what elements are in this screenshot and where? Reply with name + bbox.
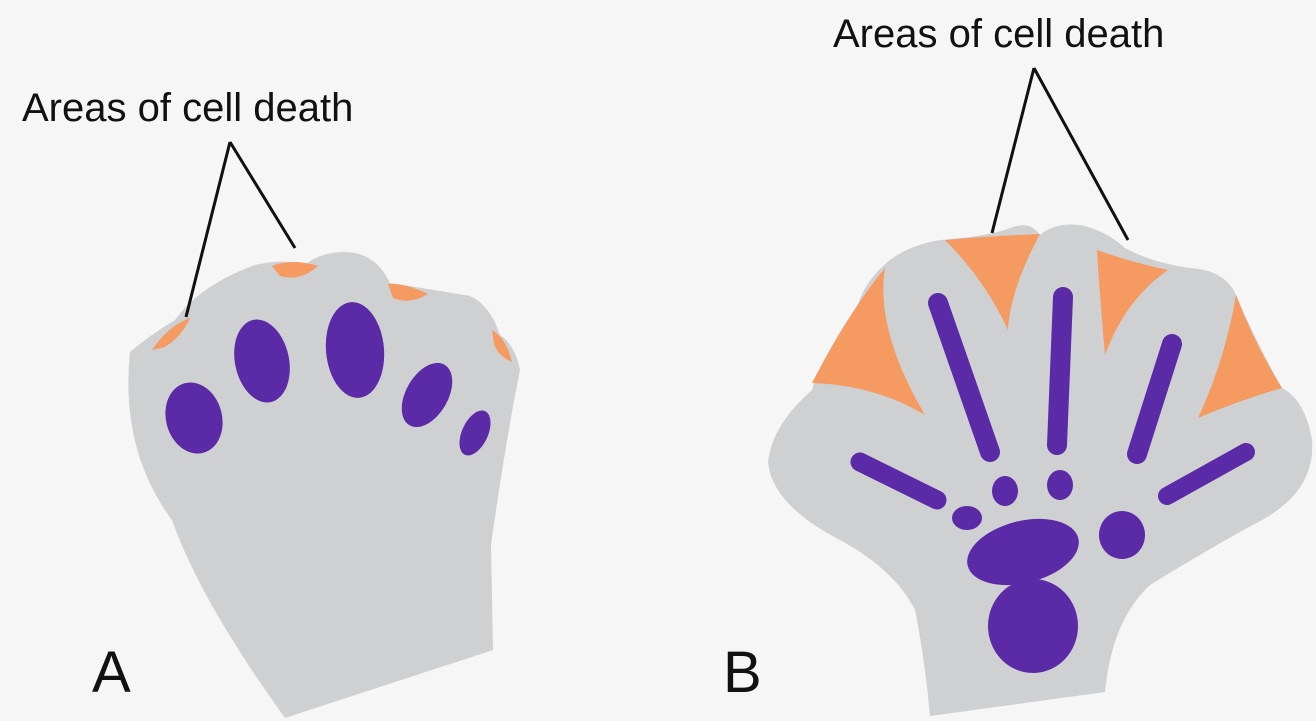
- digit-ray-b3: [1057, 297, 1063, 445]
- panel-b: [768, 68, 1312, 716]
- carpal-element-b1: [992, 476, 1018, 506]
- cell-death-label-b: Areas of cell death: [833, 14, 1164, 54]
- panel-label-b: B: [723, 644, 762, 702]
- pointer-line-a-right: [230, 142, 295, 248]
- proximal-element-b6: [988, 579, 1078, 673]
- panel-label-a: A: [92, 644, 131, 702]
- panel-a: [128, 142, 520, 718]
- pointer-line-b-right: [1034, 68, 1128, 240]
- carpal-element-b2: [1047, 470, 1073, 500]
- carpal-element-b3: [952, 506, 982, 530]
- carpal-element-b4: [1099, 511, 1145, 559]
- cell-death-label-a: Areas of cell death: [22, 88, 353, 128]
- pointer-line-b-left: [992, 68, 1034, 233]
